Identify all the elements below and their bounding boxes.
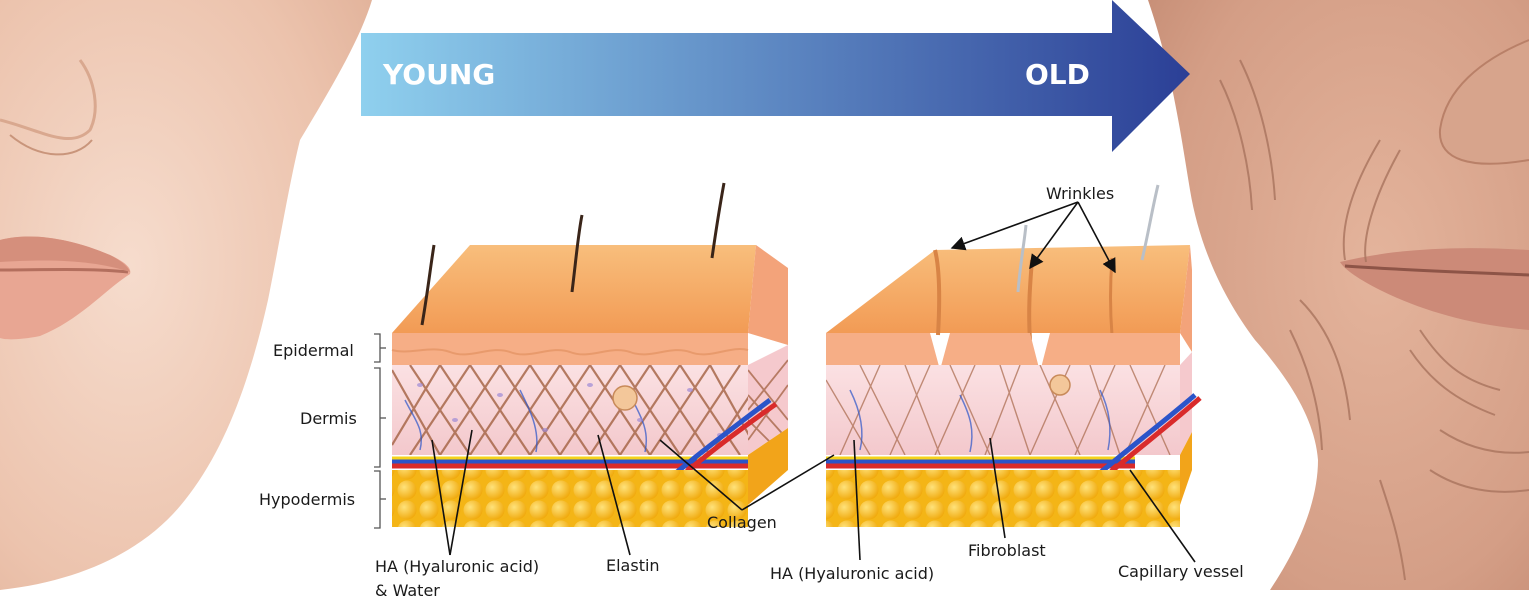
young-to-old-arrow: YOUNG OLD: [361, 0, 1190, 152]
ha-label: HA (Hyaluronic acid): [770, 564, 934, 583]
layer-labels: [374, 333, 386, 529]
arrow-old-label: OLD: [1025, 58, 1090, 91]
epidermal-label: Epidermal: [273, 341, 354, 360]
arrow-young-label: YOUNG: [382, 58, 495, 91]
ha-water-label-line1: HA (Hyaluronic acid): [375, 557, 539, 576]
callout-lines: [431, 201, 1196, 563]
young-face-photo: [0, 0, 372, 590]
capillary-vessel-label: Capillary vessel: [1118, 562, 1244, 581]
collagen-label: Collagen: [707, 513, 777, 532]
old-skin-block: [826, 184, 1202, 527]
hypodermis-label: Hypodermis: [259, 490, 355, 509]
collagen-mesh-old: [826, 365, 1171, 455]
wrinkles-label: Wrinkles: [1046, 184, 1114, 203]
elastin-label: Elastin: [606, 556, 660, 575]
fibroblast-label: Fibroblast: [968, 541, 1046, 560]
old-face-photo: [1148, 0, 1529, 590]
young-skin-block: [391, 182, 788, 527]
dermis-label: Dermis: [300, 409, 357, 428]
ha-water-label-line2: & Water: [375, 581, 440, 600]
